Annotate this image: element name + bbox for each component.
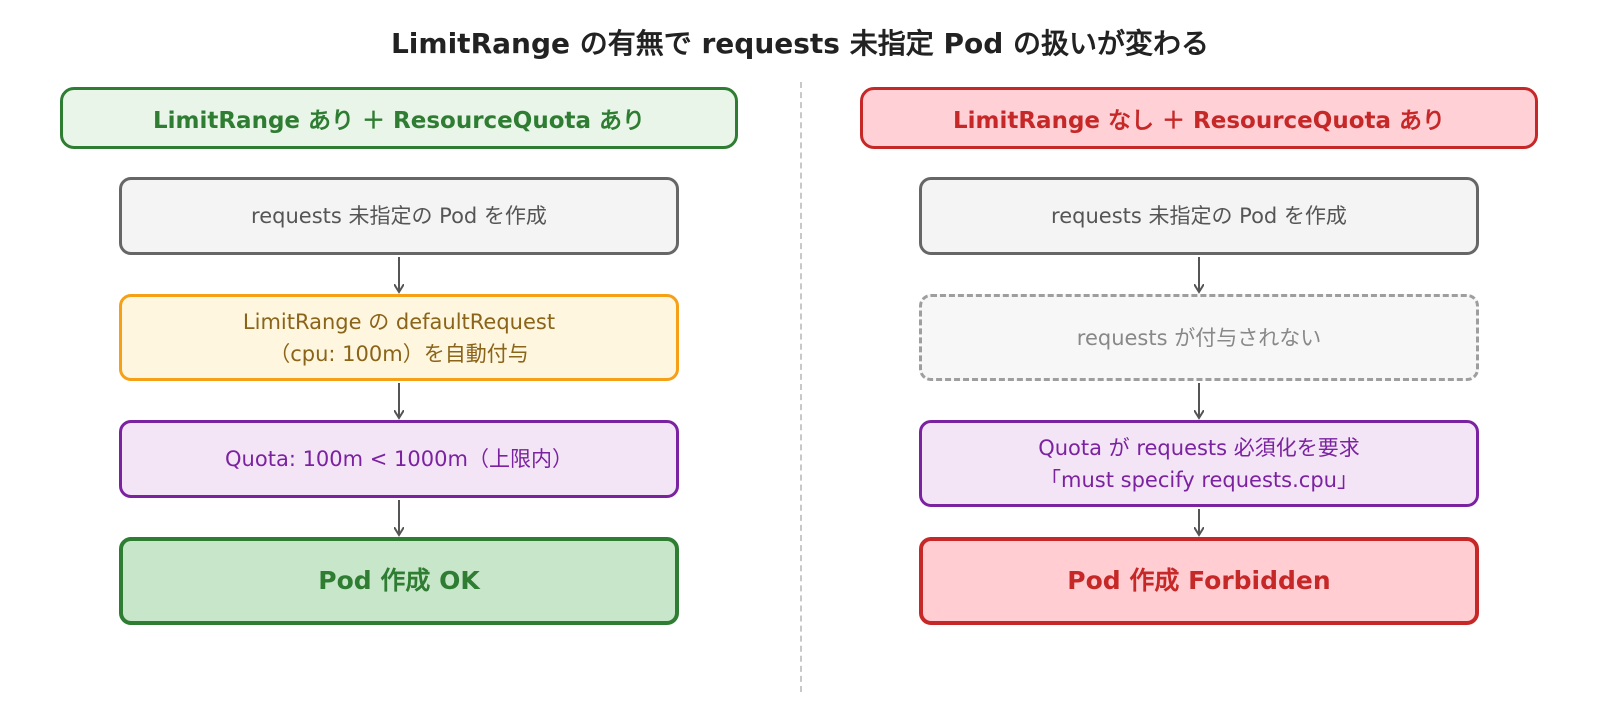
left-step-default-request-line2: （cpu: 100m）を自動付与	[269, 341, 529, 366]
right-step-create-pod: requests 未指定の Pod を作成	[919, 177, 1479, 255]
right-step-quota-requires: Quota が requests 必須化を要求 「must specify re…	[919, 420, 1479, 507]
column-divider	[800, 82, 802, 692]
left-step-default-request: LimitRange の defaultRequest （cpu: 100m）を…	[119, 294, 679, 381]
right-result-text: Pod 作成 Forbidden	[1067, 566, 1331, 595]
left-step-quota-check: Quota: 100m < 1000m（上限内）	[119, 420, 679, 498]
right-step-quota-requires-line1: Quota が requests 必須化を要求	[1038, 435, 1360, 460]
header-with-limitrange: LimitRange あり ＋ ResourceQuota あり	[60, 87, 738, 149]
right-result-forbidden: Pod 作成 Forbidden	[919, 537, 1479, 625]
right-step-no-requests: requests が付与されない	[919, 294, 1479, 381]
left-result-ok: Pod 作成 OK	[119, 537, 679, 625]
diagram-title: LimitRange の有無で requests 未指定 Pod の扱いが変わる	[390, 27, 1210, 60]
right-step-create-pod-text: requests 未指定の Pod を作成	[1051, 204, 1347, 228]
left-result-text: Pod 作成 OK	[318, 566, 480, 595]
left-step-create-pod: requests 未指定の Pod を作成	[119, 177, 679, 255]
left-step-default-request-line1: LimitRange の defaultRequest	[242, 309, 556, 334]
right-step-quota-requires-line2: 「must specify requests.cpu」	[1040, 467, 1358, 492]
left-step-quota-check-text: Quota: 100m < 1000m（上限内）	[225, 447, 573, 471]
right-step-no-requests-text: requests が付与されない	[1076, 325, 1322, 350]
header-without-limitrange: LimitRange なし ＋ ResourceQuota あり	[860, 87, 1538, 149]
left-step-create-pod-text: requests 未指定の Pod を作成	[251, 204, 547, 228]
